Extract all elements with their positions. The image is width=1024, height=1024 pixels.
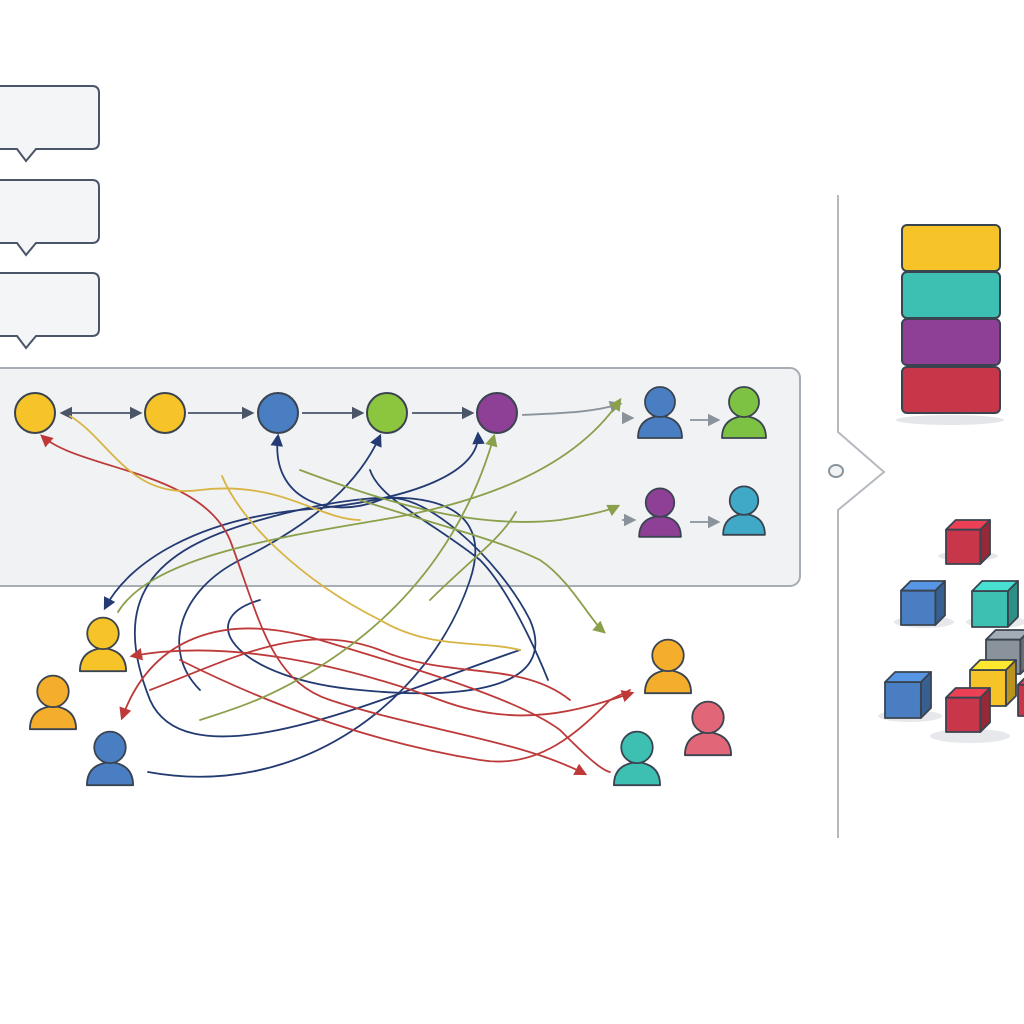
- node-blue: [257, 392, 299, 434]
- person-green-top: [721, 386, 767, 439]
- stack-teal: [901, 271, 1001, 319]
- person-teal-right: [613, 730, 661, 787]
- person-cyan-mid: [722, 485, 766, 536]
- cube-blue-mid: [900, 580, 946, 626]
- divider-knob: [828, 464, 844, 478]
- stack-red: [901, 366, 1001, 414]
- connector-gold-1: [69, 415, 361, 521]
- flow-node-group: [14, 392, 518, 434]
- connector-red-1: [40, 434, 588, 776]
- bubble-1: [0, 85, 100, 163]
- connector-olive-5: [299, 469, 621, 523]
- people-group: [29, 386, 767, 787]
- speech-bubble-group: [0, 85, 100, 350]
- cube-red-edge: [1017, 677, 1024, 717]
- node-yellow: [14, 392, 56, 434]
- cube-blue-front: [884, 671, 932, 719]
- connector-red-2: [129, 648, 635, 717]
- connector-red-4: [179, 659, 631, 763]
- person-purple-mid: [638, 487, 682, 538]
- stack-shadow: [896, 415, 1004, 425]
- vertical-divider: [837, 195, 886, 838]
- bubble-3: [0, 272, 100, 350]
- stack-yellow: [901, 224, 1001, 272]
- person-pink-right: [684, 700, 732, 757]
- node-purple: [476, 392, 518, 434]
- tangled-connectors: [40, 397, 635, 778]
- node-green: [366, 392, 408, 434]
- connector-gold-2: [221, 475, 521, 651]
- color-stack: [901, 224, 1001, 414]
- connector-red-5: [149, 638, 571, 701]
- connector-olive-1: [117, 397, 622, 613]
- person-blue-top: [637, 386, 683, 439]
- cube-teal-mid: [971, 580, 1019, 628]
- connector-olive-2: [199, 433, 498, 721]
- person-amber-right: [644, 638, 692, 695]
- cube-pile: [884, 519, 1024, 733]
- bubble-2: [0, 179, 100, 257]
- person-yellow-left: [79, 616, 127, 673]
- connector-red-3: [119, 627, 611, 773]
- node-yellow-2: [144, 392, 186, 434]
- stack-purple: [901, 318, 1001, 366]
- flow-arrows: [59, 400, 721, 529]
- person-blue-left: [86, 730, 134, 787]
- person-amber-left: [29, 674, 77, 731]
- connector-olive-3: [359, 499, 606, 634]
- cube-red-top: [945, 519, 991, 565]
- cube-red-front: [945, 687, 991, 733]
